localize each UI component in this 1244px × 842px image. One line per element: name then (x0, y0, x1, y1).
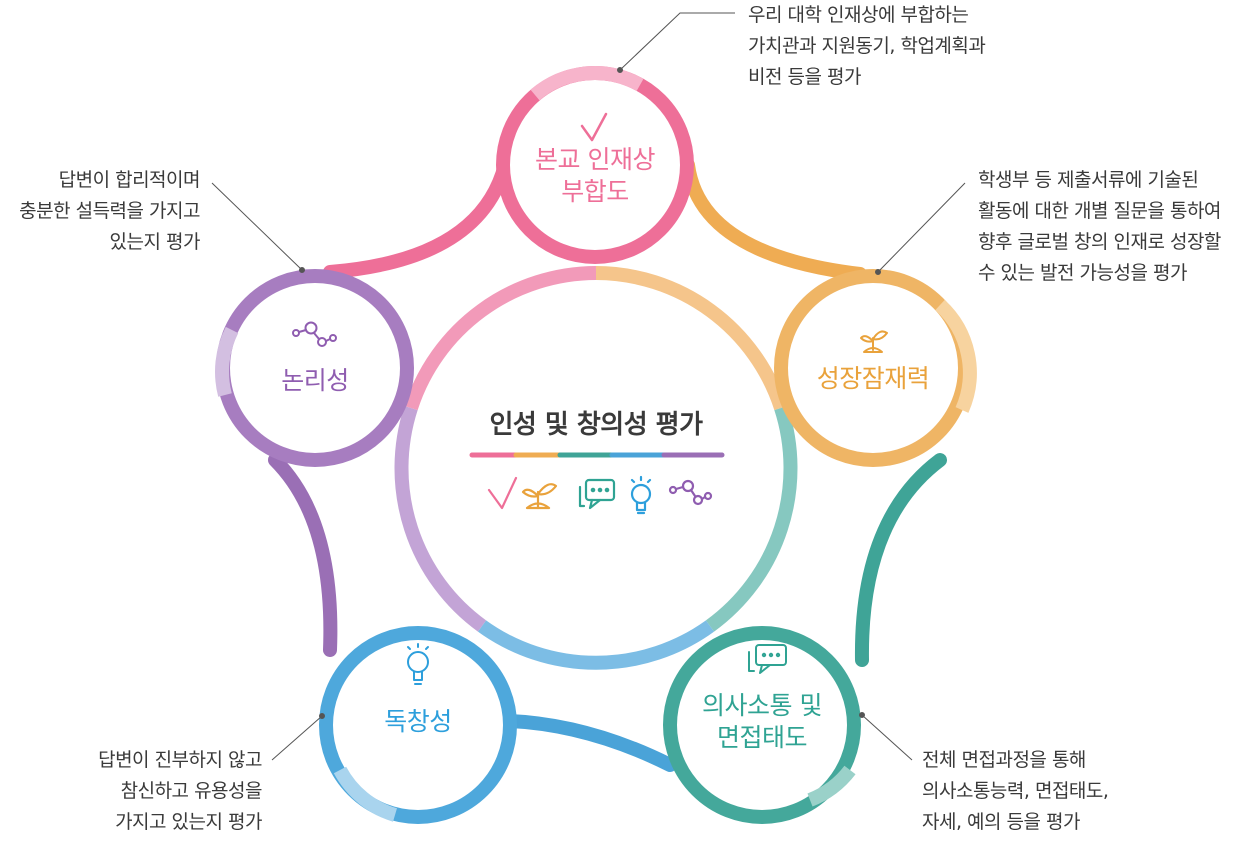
description-5-line-3: 있는지 평가 (109, 231, 201, 253)
sprout-icon (860, 330, 888, 353)
description-4-line-3: 가지고 있는지 평가 (115, 811, 262, 833)
circle-orange (774, 269, 977, 467)
leader-lines (211, 12, 966, 761)
center-icons (487, 475, 713, 515)
description-1-line-3: 비전 등을 평가 (748, 66, 861, 88)
circle-label-1: 본교 인재상 부합도 (495, 144, 695, 208)
molecule-icon (292, 321, 337, 347)
arc-pink-purple (323, 158, 512, 279)
description-3-line-3: 자세, 예의 등을 평가 (922, 811, 1081, 833)
leader-line-5 (211, 182, 303, 271)
circle-label-1-line-2: 부합도 (561, 177, 629, 206)
description-5-line-2: 충분한 설득력을 가지고 (19, 200, 200, 222)
description-2: 학생부 등 제출서류에 기술된 활동에 대한 개별 질문을 통하여 향후 글로벌… (978, 165, 1221, 289)
circle-label-3-line-2: 면접태도 (716, 723, 808, 752)
description-5-line-1: 답변이 합리적이며 (58, 169, 201, 191)
description-3-line-1: 전체 면접과정을 통해 (922, 749, 1086, 771)
arc-purple-blue (268, 453, 338, 657)
center-ring-orange (595, 266, 788, 411)
circle-label-5-line-1: 논리성 (281, 366, 349, 395)
description-4: 답변이 진부하지 않고 참신하고 유용성을 가지고 있는지 평가 (40, 745, 262, 838)
circle-label-2: 성장잠재력 (783, 363, 963, 395)
circle-label-3: 의사소통 및 면접태도 (662, 690, 862, 754)
description-1: 우리 대학 인재상에 부합하는 가치관과 지원동기, 학업계획과 비전 등을 평… (748, 0, 986, 93)
circle-label-4-line-1: 독창성 (384, 707, 452, 736)
leader-line-4 (271, 715, 323, 761)
circle-pink (496, 66, 694, 264)
leader-line-3 (861, 714, 913, 761)
center-ring-purple (394, 405, 487, 632)
description-3-line-2: 의사소통능력, 면접태도, (922, 780, 1109, 802)
description-2-line-1: 학생부 등 제출서류에 기술된 (978, 169, 1199, 191)
description-4-line-1: 답변이 진부하지 않고 (98, 749, 262, 771)
leader-line-2 (877, 182, 966, 273)
check-icon (580, 112, 608, 142)
leader-line-1 (619, 12, 735, 71)
description-4-line-2: 참신하고 유용성을 (120, 780, 263, 802)
description-5: 답변이 합리적이며 충분한 설득력을 가지고 있는지 평가 (0, 165, 200, 258)
description-3: 전체 면접과정을 통해 의사소통능력, 면접태도, 자세, 예의 등을 평가 (922, 745, 1109, 838)
molecule-icon (668, 479, 713, 506)
center-title: 인성 및 창의성 평가 (489, 410, 703, 440)
circle-label-2-line-1: 성장잠재력 (816, 364, 930, 393)
circle-label-1-line-1: 본교 인재상 (535, 145, 655, 174)
arc-orange-teal (854, 453, 947, 667)
circle-teal (663, 626, 861, 824)
speech-bubbles-icon (578, 478, 616, 510)
check-icon (487, 476, 518, 510)
description-2-line-2: 활동에 대한 개별 질문을 통하여 (978, 200, 1221, 222)
center-ring-blue (477, 620, 715, 670)
speech-bubbles-icon (748, 644, 787, 674)
circle-purple (215, 269, 414, 467)
circle-label-3-line-1: 의사소통 및 (702, 691, 822, 720)
lightbulb-icon (407, 643, 429, 685)
circle-label-5: 논리성 (245, 365, 385, 397)
arc-pink-orange (681, 158, 867, 281)
circle-blue (319, 626, 517, 824)
center-ring-pink (404, 266, 597, 411)
sprout-icon (521, 483, 558, 510)
description-2-line-3: 향후 글로벌 창의 인재로 성장할 (978, 231, 1221, 253)
center-ring (394, 266, 798, 670)
description-2-line-4: 수 있는 발전 가능성을 평가 (978, 262, 1187, 284)
description-1-line-2: 가치관과 지원동기, 학업계획과 (748, 35, 986, 57)
circle-label-4: 독창성 (348, 706, 488, 738)
lightbulb-icon (630, 475, 652, 515)
description-1-line-1: 우리 대학 인재상에 부합하는 (748, 4, 969, 26)
center-ring-teal (705, 405, 798, 632)
